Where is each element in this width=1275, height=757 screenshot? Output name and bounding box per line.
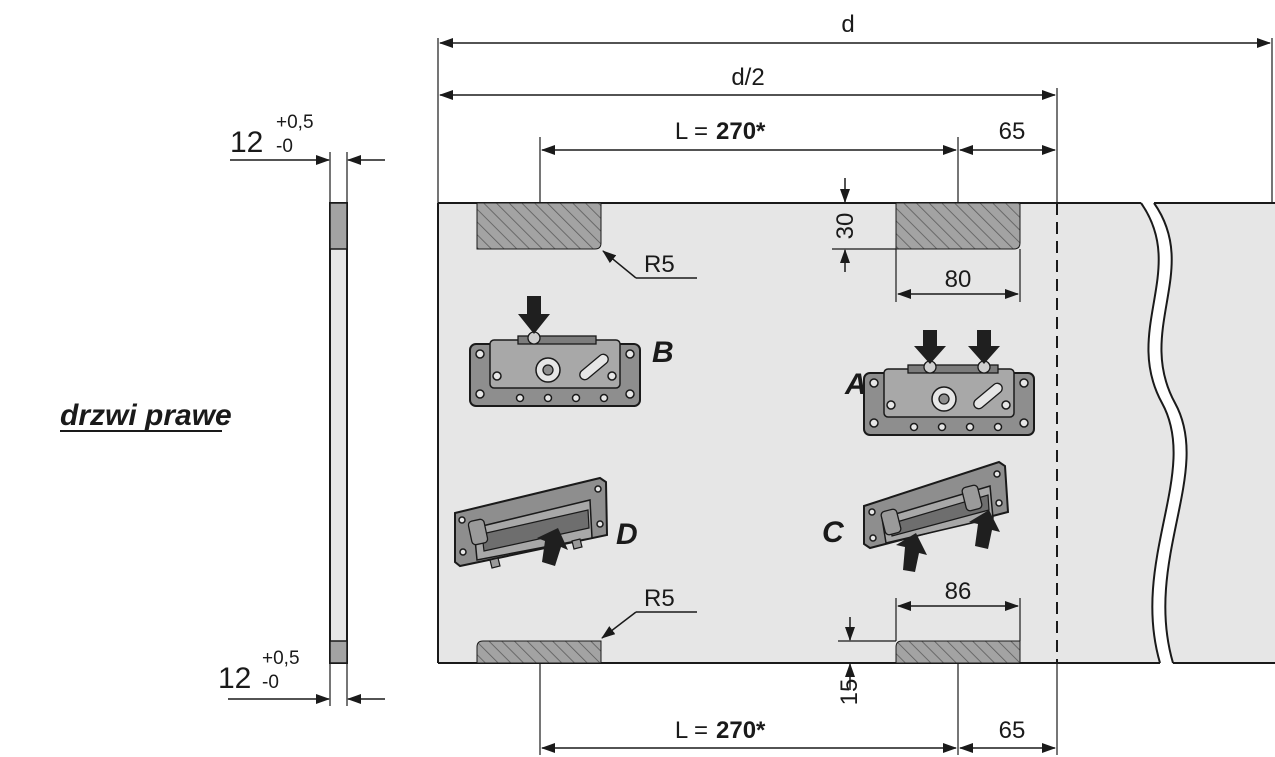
fitting-a-screw-2 (1001, 400, 1011, 410)
dim-d2-label: d/2 (731, 64, 764, 91)
fitting-a-hole-6 (937, 422, 947, 432)
r5-bot-leader (601, 611, 637, 639)
fitting-a-hole-2 (869, 418, 879, 428)
dim-15-label: 15 (836, 679, 863, 706)
fitting-d-slot (481, 509, 590, 552)
fitting-a-hole-5 (909, 422, 919, 432)
side-top-pocket (329, 202, 348, 250)
fitting-b (469, 296, 641, 407)
r5-top-leader (602, 250, 637, 279)
label-d: D (616, 518, 638, 551)
side-bot-thickness: 12 (218, 662, 251, 695)
side-panel (329, 202, 348, 664)
side-top-tol-minus: -0 (276, 136, 293, 157)
label-c: C (822, 516, 845, 549)
side-bot-tol-plus: +0,5 (262, 648, 300, 669)
fitting-b-hole-4 (625, 389, 635, 399)
dim-bot-65-label: 65 (999, 717, 1026, 744)
fitting-a-hole-8 (993, 422, 1003, 432)
fitting-c-hole-2 (869, 534, 877, 542)
dim-bot-l-value: 270* (716, 717, 766, 744)
fitting-c (863, 460, 1010, 572)
fitting-b-slot (579, 353, 609, 381)
fitting-c-press-arrow-2-icon (969, 510, 1000, 549)
fitting-a-slot (973, 382, 1003, 410)
fitting-a-press-arrow-1-icon (914, 330, 946, 364)
fitting-c-cam-2 (961, 484, 983, 512)
fitting-a-press-arrow-2-icon (968, 330, 1000, 364)
side-top-thickness: 12 (230, 126, 263, 159)
r5-bot-label: R5 (644, 585, 675, 612)
fitting-d-hole-1 (458, 516, 466, 524)
dim-80-label: 80 (945, 266, 972, 293)
top-left-pocket (476, 202, 602, 250)
fitting-b-hole-5 (515, 393, 525, 403)
bottom-left-pocket (476, 640, 602, 664)
fitting-b-hole-1 (475, 349, 485, 359)
fitting-c-hole-3 (993, 470, 1001, 478)
r5-top-label: R5 (644, 251, 675, 278)
side-bot-tol-minus: -0 (262, 672, 279, 693)
panel-right-part (1154, 203, 1275, 663)
fitting-b-hole-3 (625, 349, 635, 359)
fitting-b-cam-centre (542, 364, 554, 376)
fitting-d-hole-4 (596, 520, 604, 528)
fitting-a-hole-3 (1019, 378, 1029, 388)
break-line-left (1140, 202, 1175, 664)
fitting-b-press-arrow-icon (518, 296, 550, 334)
dim-86-label: 86 (945, 578, 972, 605)
fitting-d (454, 476, 609, 569)
label-b: B (652, 336, 674, 369)
door-title: drzwi prawe (60, 399, 232, 432)
side-bottom-pocket (329, 640, 348, 664)
fitting-b-screw-2 (607, 371, 617, 381)
dim-d-label: d (841, 11, 854, 38)
fitting-d-press-arrow-icon (537, 528, 568, 566)
break-line-right (1153, 202, 1188, 664)
fitting-a-screw-1 (886, 400, 896, 410)
fitting-c-cam-1 (880, 508, 902, 536)
fitting-d-cam (467, 518, 489, 546)
fitting-a-hole-4 (1019, 418, 1029, 428)
fitting-a (863, 330, 1035, 436)
top-right-pocket (895, 202, 1021, 250)
fitting-b-hole-7 (571, 393, 581, 403)
fitting-b-hole-6 (543, 393, 553, 403)
bottom-right-pocket (895, 640, 1021, 664)
fitting-c-hole-1 (868, 508, 876, 516)
dim-top-l-value: 270* (716, 118, 766, 145)
front-panel (437, 202, 1275, 664)
side-view: 12 +0,5 -0 12 +0,5 -0 (218, 112, 385, 706)
fitting-b-rail (517, 335, 597, 345)
fitting-c-hole-4 (995, 499, 1003, 507)
fitting-d-hole-3 (594, 485, 602, 493)
fitting-c-press-arrow-1-icon (896, 533, 927, 572)
side-top-tol-plus: +0,5 (276, 112, 314, 133)
fitting-b-screw-1 (492, 371, 502, 381)
fitting-a-rail (907, 364, 999, 374)
dim-30-label: 30 (832, 213, 859, 240)
fitting-b-hole-8 (599, 393, 609, 403)
label-a: A (844, 368, 867, 401)
fitting-b-hole-2 (475, 389, 485, 399)
panel-left-part (438, 203, 1174, 663)
fitting-a-hole-1 (869, 378, 879, 388)
fitting-d-hole-2 (459, 548, 467, 556)
fitting-d-foot-1 (489, 557, 501, 569)
dim-top-65-label: 65 (999, 118, 1026, 145)
fitting-d-foot-2 (571, 538, 583, 550)
dim-bot-l-prefix: L = (675, 717, 708, 744)
dim-top-l-prefix: L = (675, 118, 708, 145)
fitting-a-hole-7 (965, 422, 975, 432)
fitting-a-cam-centre (938, 393, 950, 405)
